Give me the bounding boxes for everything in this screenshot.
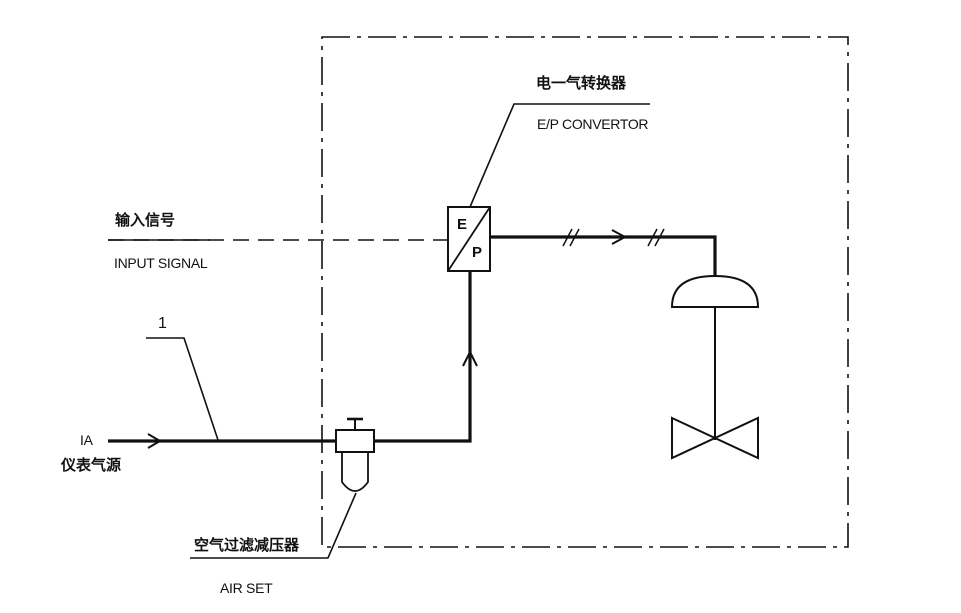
air-set-label-en: AIR SET [220, 580, 273, 596]
ep-convertor-label-en: E/P CONVERTOR [537, 116, 649, 132]
air-set-filter-bowl [341, 452, 369, 492]
upflow-arrow [462, 349, 478, 367]
line-number-label: 1 [158, 315, 167, 332]
air-supply-label-cn: 仪表气源 [61, 456, 122, 474]
pneumatic-hash-2b [654, 228, 665, 247]
air-set-body [335, 429, 375, 453]
ep-letter-p: P [472, 244, 483, 261]
enclosure-boundary [321, 36, 849, 548]
supply-flow-arrow [147, 433, 162, 449]
line-number-leader [146, 337, 219, 441]
pneumatic-output-line [490, 235, 717, 276]
control-valve-body [671, 416, 759, 460]
pneumatic-hash-1b [569, 228, 580, 247]
ep-convertor-box [447, 206, 491, 272]
ep-convertor-label-cn: 电一气转换器 [536, 74, 627, 92]
input-signal-label-cn: 输入信号 [115, 211, 176, 229]
pneumatic-hash-2a [647, 228, 658, 247]
ep-convertor-diagonal [447, 206, 491, 272]
air-supply-label-en: IA [80, 432, 93, 448]
diaphragm-actuator [670, 274, 760, 308]
air-set-leader [190, 492, 357, 559]
air-set-label-cn: 空气过滤减压器 [194, 536, 300, 554]
ep-letter-e: E [457, 216, 468, 233]
input-signal-label-en: INPUT SIGNAL [114, 255, 208, 271]
ep-convertor-leader [469, 103, 650, 208]
pneumatic-hash-1a [562, 228, 573, 247]
supply-to-ep-line [374, 272, 472, 443]
output-flow-arrow [611, 229, 628, 245]
